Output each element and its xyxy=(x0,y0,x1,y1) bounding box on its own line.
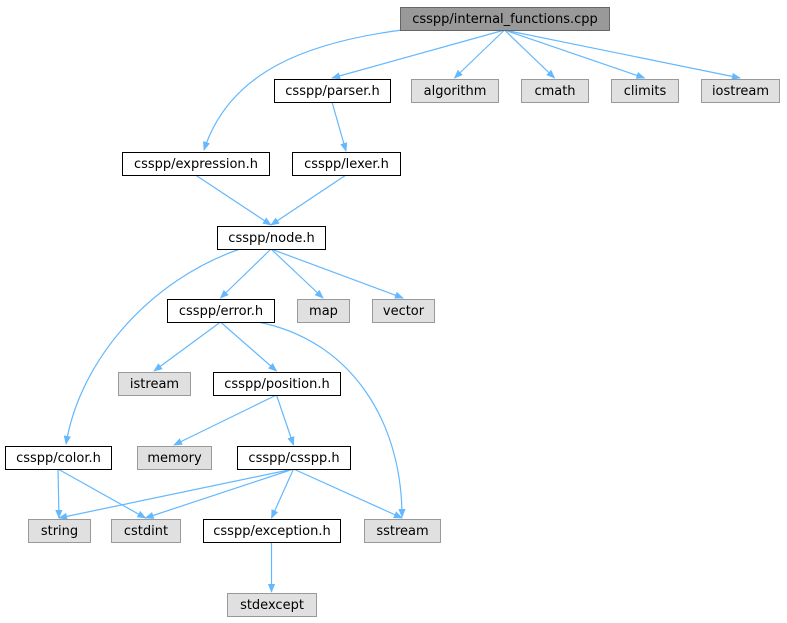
node-box-color xyxy=(5,446,112,470)
node-label-cmath: cmath xyxy=(534,84,575,99)
node-box-expression xyxy=(122,152,270,176)
node-box-cstdint xyxy=(111,519,181,543)
node-color[interactable]: csspp/color.h xyxy=(5,446,112,470)
edge-node-to-vector xyxy=(270,248,404,299)
node-expression[interactable]: csspp/expression.h xyxy=(122,152,270,176)
edge-lexer-to-node xyxy=(270,174,347,226)
node-label-map: map xyxy=(309,304,338,319)
node-string: string xyxy=(28,519,91,543)
node-sstream: sstream xyxy=(364,519,441,543)
node-label-expression: csspp/expression.h xyxy=(134,157,258,172)
edge-internal_functions-to-parser xyxy=(331,29,505,80)
edge-position-to-csspp xyxy=(275,394,295,446)
node-box-lexer xyxy=(292,152,401,176)
node-climits: climits xyxy=(611,79,679,103)
node-vector: vector xyxy=(372,299,435,323)
edge-node-to-color xyxy=(63,248,241,445)
edge-position-to-memory xyxy=(173,394,277,446)
node-label-climits: climits xyxy=(624,84,667,99)
node-algorithm: algorithm xyxy=(411,79,499,103)
edge-internal_functions-to-iostream xyxy=(504,29,741,80)
node-exception[interactable]: csspp/exception.h xyxy=(203,519,341,543)
edge-parser-to-lexer xyxy=(331,101,348,152)
edge-color-to-string xyxy=(55,468,63,519)
node-box-error xyxy=(167,299,275,323)
node-label-istream: istream xyxy=(130,377,179,392)
node-box-memory xyxy=(137,446,212,470)
node-label-error: csspp/error.h xyxy=(179,304,263,319)
node-box-map xyxy=(297,299,350,323)
node-box-parser xyxy=(274,79,391,103)
node-box-istream xyxy=(118,372,191,396)
node-parser[interactable]: csspp/parser.h xyxy=(274,79,391,103)
node-label-color: csspp/color.h xyxy=(16,451,101,466)
edge-csspp-to-string xyxy=(58,468,294,520)
node-label-stdexcept: stdexcept xyxy=(240,598,304,613)
node-label-internal_functions: csspp/internal_functions.cpp xyxy=(412,12,598,27)
node-label-lexer: csspp/lexer.h xyxy=(304,157,389,172)
edge-error-to-sstream xyxy=(257,321,406,518)
node-cstdint: cstdint xyxy=(111,519,181,543)
edges-layer xyxy=(55,29,741,593)
node-cmath: cmath xyxy=(521,79,589,103)
node-error[interactable]: csspp/error.h xyxy=(167,299,275,323)
node-label-exception: csspp/exception.h xyxy=(213,524,330,539)
edge-internal_functions-to-expression xyxy=(203,29,403,151)
node-label-vector: vector xyxy=(383,304,425,319)
edge-csspp-to-exception xyxy=(270,468,295,519)
edge-node-to-map xyxy=(270,248,324,299)
edge-node-to-error xyxy=(219,248,272,299)
node-label-iostream: iostream xyxy=(712,84,769,99)
node-position[interactable]: csspp/position.h xyxy=(213,372,341,396)
node-label-cstdint: cstdint xyxy=(124,524,168,539)
node-box-node xyxy=(217,226,326,250)
node-box-string xyxy=(28,519,91,543)
node-label-position: csspp/position.h xyxy=(224,377,329,392)
node-box-climits xyxy=(611,79,679,103)
node-box-internal_functions xyxy=(400,7,610,31)
node-box-stdexcept xyxy=(227,593,317,617)
node-internal_functions[interactable]: csspp/internal_functions.cpp xyxy=(400,7,610,31)
edge-internal_functions-to-algorithm xyxy=(453,29,505,79)
edge-internal_functions-to-cmath xyxy=(504,29,556,79)
node-box-vector xyxy=(372,299,435,323)
edge-color-to-cstdint xyxy=(57,468,147,519)
node-label-memory: memory xyxy=(147,451,202,466)
node-box-position xyxy=(213,372,341,396)
nodes-layer: csspp/internal_functions.cpp csspp/parser… xyxy=(5,7,780,617)
edge-csspp-to-sstream xyxy=(293,468,403,519)
edge-expression-to-node xyxy=(195,174,272,226)
node-csspp[interactable]: csspp/csspp.h xyxy=(237,446,351,470)
node-node[interactable]: csspp/node.h xyxy=(217,226,326,250)
node-box-exception xyxy=(203,519,341,543)
node-box-csspp xyxy=(237,446,351,470)
node-box-cmath xyxy=(521,79,589,103)
node-memory: memory xyxy=(137,446,212,470)
edge-csspp-to-cstdint xyxy=(144,468,294,519)
node-box-iostream xyxy=(701,79,780,103)
node-label-csspp: csspp/csspp.h xyxy=(248,451,339,466)
edge-internal_functions-to-climits xyxy=(504,29,646,79)
node-iostream: iostream xyxy=(701,79,780,103)
node-label-algorithm: algorithm xyxy=(424,84,487,99)
node-stdexcept: stdexcept xyxy=(227,593,317,617)
node-lexer[interactable]: csspp/lexer.h xyxy=(292,152,401,176)
edge-error-to-istream xyxy=(153,321,221,372)
node-label-node: csspp/node.h xyxy=(228,231,314,246)
edge-error-to-position xyxy=(220,321,278,372)
node-label-string: string xyxy=(41,524,78,539)
node-box-algorithm xyxy=(411,79,499,103)
node-label-parser: csspp/parser.h xyxy=(285,84,379,99)
node-map: map xyxy=(297,299,350,323)
node-label-sstream: sstream xyxy=(376,524,428,539)
node-istream: istream xyxy=(118,372,191,396)
node-box-sstream xyxy=(364,519,441,543)
